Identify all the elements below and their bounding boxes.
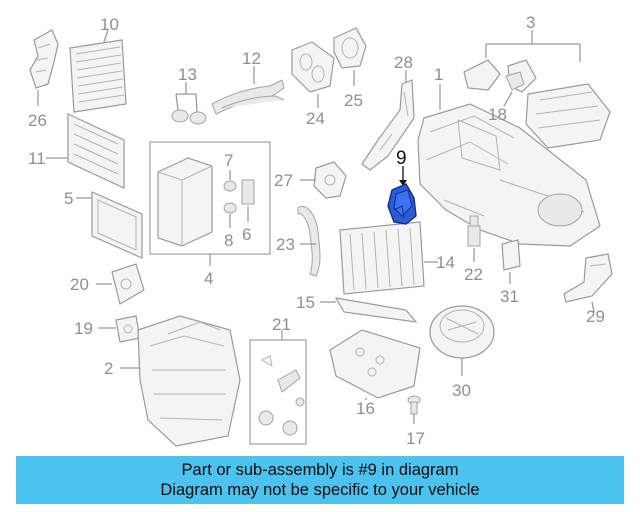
callout-2: 2 (104, 359, 113, 378)
callout-9[interactable]: 9 (396, 148, 407, 169)
part-27 (300, 161, 347, 199)
part-1-housing (417, 84, 601, 247)
callout-25: 25 (344, 91, 363, 110)
part-15 (320, 297, 418, 323)
part-23 (297, 206, 321, 277)
callout-30: 30 (452, 381, 471, 400)
callout-31: 31 (500, 287, 519, 306)
part-4-box (149, 141, 271, 266)
parts-diagram: 10 26 11 5 20 19 2 13 12 24 25 28 1 3 18… (28, 13, 613, 448)
part-18 (505, 71, 525, 91)
part-14 (339, 221, 438, 295)
part-16 (329, 329, 421, 400)
callout-8: 8 (224, 231, 233, 250)
part-17 (407, 395, 421, 424)
callout-16: 16 (356, 399, 375, 418)
part-26 (29, 29, 59, 106)
callout-14: 14 (436, 253, 455, 272)
part-12 (211, 66, 285, 115)
part-2 (120, 315, 241, 447)
banner-line-part: Part or sub-assembly is #9 in diagram (181, 461, 459, 479)
callout-7: 7 (224, 151, 233, 170)
part-25 (333, 27, 367, 86)
part-31 (501, 239, 521, 284)
part-3 (463, 30, 611, 149)
callout-28: 28 (394, 53, 413, 72)
callout-24: 24 (306, 109, 325, 128)
part-9-highlight[interactable] (387, 166, 417, 225)
callout-19: 19 (74, 319, 93, 338)
callout-6: 6 (242, 225, 251, 244)
callout-20: 20 (70, 275, 89, 294)
callout-12: 12 (242, 49, 261, 68)
callout-5: 5 (64, 189, 73, 208)
part-5 (76, 191, 143, 259)
callout-27: 27 (274, 171, 293, 190)
callout-26: 26 (28, 111, 47, 130)
part-11 (46, 113, 125, 189)
part-19 (98, 315, 141, 343)
callout-4: 4 (204, 269, 213, 288)
callout-1: 1 (434, 65, 443, 84)
banner-line-disclaimer: Diagram may not be specific to your vehi… (160, 481, 480, 499)
callout-21: 21 (272, 315, 291, 334)
callout-13: 13 (178, 65, 197, 84)
callout-15: 15 (296, 293, 315, 312)
callout-11: 11 (28, 149, 46, 168)
part-30 (429, 305, 495, 376)
callout-18: 18 (488, 105, 507, 124)
info-banner: Part or sub-assembly is #9 in diagram Di… (16, 456, 624, 504)
part-28 (361, 70, 415, 171)
part-20 (96, 263, 145, 305)
callout-23: 23 (276, 235, 295, 254)
part-13 (171, 82, 207, 125)
callout-22: 22 (464, 265, 483, 284)
part-22 (467, 215, 481, 262)
part-21-box (249, 330, 307, 445)
part-24 (291, 41, 335, 108)
part-29 (563, 253, 613, 313)
callout-29: 29 (586, 307, 605, 326)
callout-3: 3 (526, 13, 535, 32)
callout-17: 17 (406, 429, 425, 448)
part-10 (69, 29, 127, 113)
callout-10: 10 (100, 15, 119, 34)
